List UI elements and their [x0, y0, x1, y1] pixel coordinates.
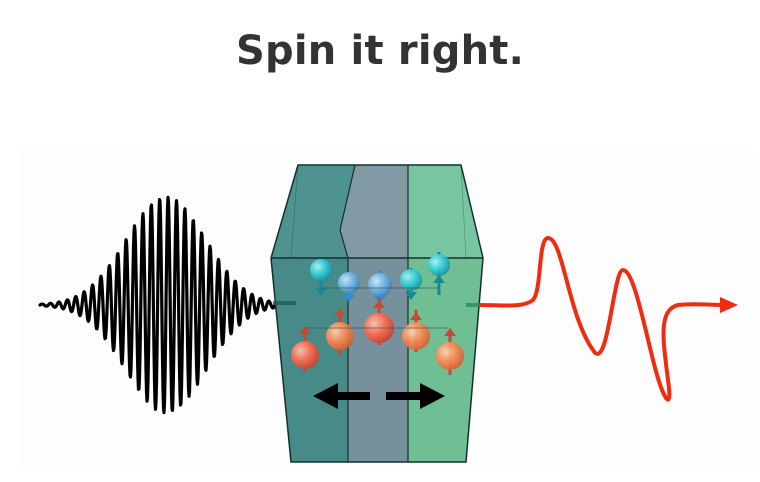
outgoing-arrowhead-icon	[720, 297, 738, 313]
double-arrow-icon	[313, 383, 445, 409]
spin-icon	[436, 328, 464, 375]
spin-icon	[291, 326, 319, 372]
incoming-pulse-icon	[38, 195, 278, 415]
spin-icon	[326, 308, 354, 355]
spin-icon	[402, 310, 430, 352]
outgoing-pulse-icon	[478, 236, 725, 402]
lattice-lines-icon	[305, 287, 448, 329]
illustration-canvas	[38, 164, 738, 463]
page-title: Spin it right.	[236, 28, 524, 74]
figure-illustration	[18, 150, 753, 470]
spin-icon	[400, 268, 422, 300]
spin-icon	[310, 259, 332, 296]
